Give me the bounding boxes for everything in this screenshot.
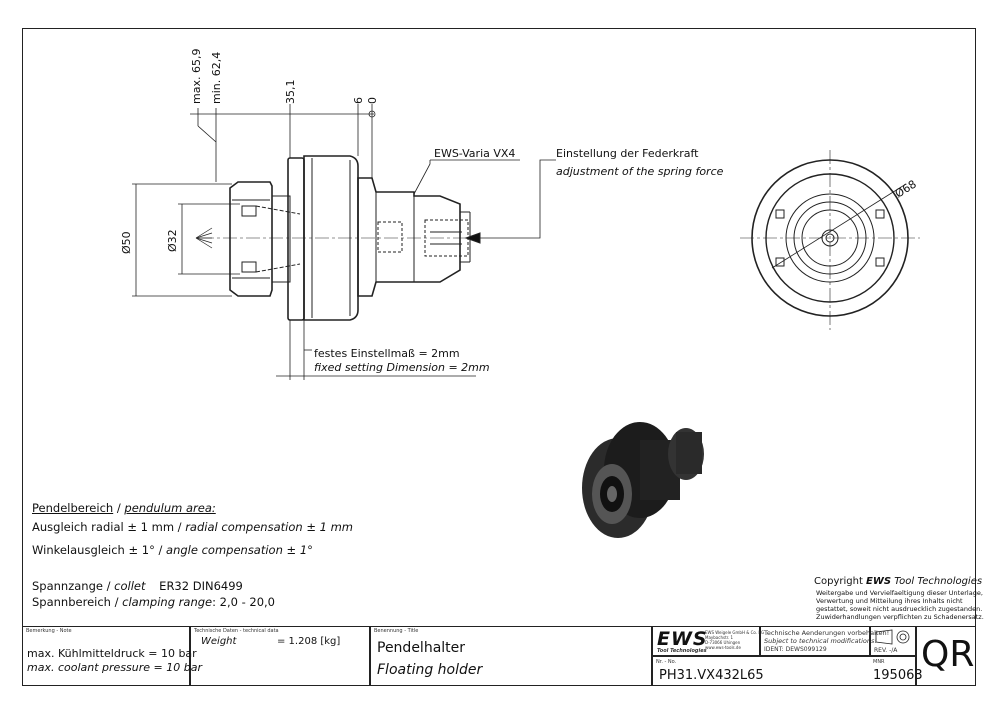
tb-changes-cell: Technische Aenderungen vorbehalten! Subj… (760, 626, 889, 656)
part-number: PH31.VX432L65 (659, 668, 764, 683)
radial-de: Ausgleich radial ± 1 mm / (32, 520, 186, 534)
dim-0: 0 (366, 97, 379, 104)
company-line-1: EWS Weigele GmbH & Co. KG (705, 630, 765, 635)
callout-fixed-en: fixed setting Dimension = 2mm (314, 361, 490, 374)
dim-35-1: 35,1 (284, 80, 297, 105)
tb-title-cell: Benennung - Title Pendelhalter Floating … (370, 626, 652, 686)
callout-fixed-de: festes Einstellmaß = 2mm (314, 347, 460, 360)
copyright-title: Copyright EWS Tool Technologies (814, 576, 982, 587)
leader-lines (413, 159, 556, 239)
arrow-head (464, 232, 481, 244)
pendulum-heading: Pendelbereich / pendulum area: (32, 501, 216, 515)
company-line-4: www.ews-tools.de (705, 645, 741, 650)
tb-tech-cell: Technische Daten - technical data Weight… (190, 626, 370, 686)
clamping-range: Spannbereich / clamping range: 2,0 - 20,… (32, 595, 275, 609)
front-view (740, 150, 920, 330)
dim-phi-68: Ø68 (893, 178, 919, 201)
dim-min-62-4: min. 62,4 (210, 52, 223, 104)
weight-value: = 1.208 [kg] (277, 636, 341, 647)
collet-nut-side (229, 181, 301, 297)
angle-de: Winkelausgleich ± 1° / (32, 543, 167, 557)
number-caption: Nr. - No. (656, 659, 677, 665)
changes-en: Subject to technical modifications! (764, 637, 877, 645)
company-line-2: Maybachstr. 1 (705, 635, 734, 640)
tech-caption: Technische Daten - technical data (194, 628, 279, 634)
copyright-text: Weitergabe und Vervielfaeltigung dieser … (816, 589, 984, 621)
collet-value: ER32 DIN6499 (159, 579, 243, 593)
tb-projection-cell: REV. -/A (870, 626, 916, 656)
tb-logo-cell: EWS Tool Technologies EWS Weigele GmbH &… (652, 626, 764, 656)
tb-number-cell: Nr. - No. PH31.VX432L65 MNR 195063 (652, 656, 923, 686)
dim-phi-50: Ø50 (120, 231, 133, 254)
iso-render (582, 422, 704, 538)
radial-compensation: Ausgleich radial ± 1 mm / radial compens… (32, 520, 353, 534)
collet-bore-lines (195, 227, 213, 249)
copyright-line-4: Zuwiderhandlungen verpflichten zu Schade… (816, 613, 984, 621)
coolant-note-en: max. coolant pressure = 10 bar (27, 661, 202, 674)
clamp-en: clamping range (122, 595, 213, 609)
ews-logo-sub: Tool Technologies (657, 648, 707, 654)
radial-en: radial compensation ± 1 mm (185, 520, 353, 534)
company-line-3: D-73066 Uhingen (705, 640, 741, 645)
copyright-line-3: gestattet, soweit nicht ausdruecklich zu… (816, 605, 983, 613)
note-caption: Bemerkung - Note (26, 628, 72, 634)
copyright-prefix: Copyright (814, 576, 867, 587)
flange-side (271, 157, 305, 321)
collet-de: Spannzange / (32, 579, 115, 593)
company-address: EWS Weigele GmbH & Co. KG Maybachstr. 1 … (705, 630, 764, 650)
tb-note-cell: Bemerkung - Note max. Kühlmitteldruck = … (22, 626, 202, 686)
title-block (22, 626, 976, 687)
title-en: Floating holder (377, 662, 483, 678)
angle-compensation: Winkelausgleich ± 1° / angle compensatio… (32, 543, 313, 557)
pendulum-heading-de: Pendelbereich (32, 501, 114, 515)
collet-en: collet (114, 579, 146, 593)
pendulum-heading-sep: / (113, 501, 125, 515)
ews-logo: EWS (657, 628, 708, 650)
length-dimensions (190, 104, 376, 182)
copyright-line-1: Weitergabe und Vervielfaeltigung dieser … (816, 589, 983, 597)
tb-qr-cell: QR (916, 626, 976, 686)
dim-6: 6 (352, 97, 365, 104)
changes-de: Technische Aenderungen vorbehalten! (764, 629, 890, 637)
diameter-dimensions (132, 183, 240, 297)
ident-number: IDENT: DEWS099129 (764, 646, 827, 653)
angle-en: angle compensation ± 1° (166, 543, 313, 557)
revision: REV. -/A (874, 647, 898, 654)
callout-ews-varia: EWS-Varia VX4 (434, 147, 515, 160)
mnr-number: 195063 (873, 668, 923, 683)
pendulum-heading-en: pendulum area: (124, 501, 216, 515)
collet-spec: Spannzange / collet ER32 DIN6499 (32, 579, 243, 593)
weight-label: Weight (201, 636, 237, 647)
clamp-value: : 2,0 - 20,0 (212, 595, 275, 609)
dim-phi-32: Ø32 (166, 229, 179, 252)
coolant-note-de: max. Kühlmitteldruck = 10 bar (27, 647, 197, 660)
fixed-setting-dim (276, 320, 476, 380)
title-de: Pendelhalter (377, 640, 466, 656)
projection-symbol-icon (875, 629, 910, 645)
copyright-brand: EWS (866, 576, 892, 587)
mnr-caption: MNR (873, 659, 885, 665)
dim-max-65-9: max. 65,9 (190, 49, 203, 104)
shank-side (357, 177, 471, 297)
callout-spring-de: Einstellung der Federkraft (556, 147, 699, 160)
copyright-suffix: Tool Technologies (891, 576, 983, 587)
qr-label: QR (921, 634, 975, 675)
clamp-de: Spannbereich / (32, 595, 123, 609)
callout-spring-en: adjustment of the spring force (556, 165, 724, 178)
copyright-line-2: Verwertung und Mitteilung ihres Inhalts … (816, 597, 963, 605)
title-caption: Benennung - Title (374, 628, 419, 634)
